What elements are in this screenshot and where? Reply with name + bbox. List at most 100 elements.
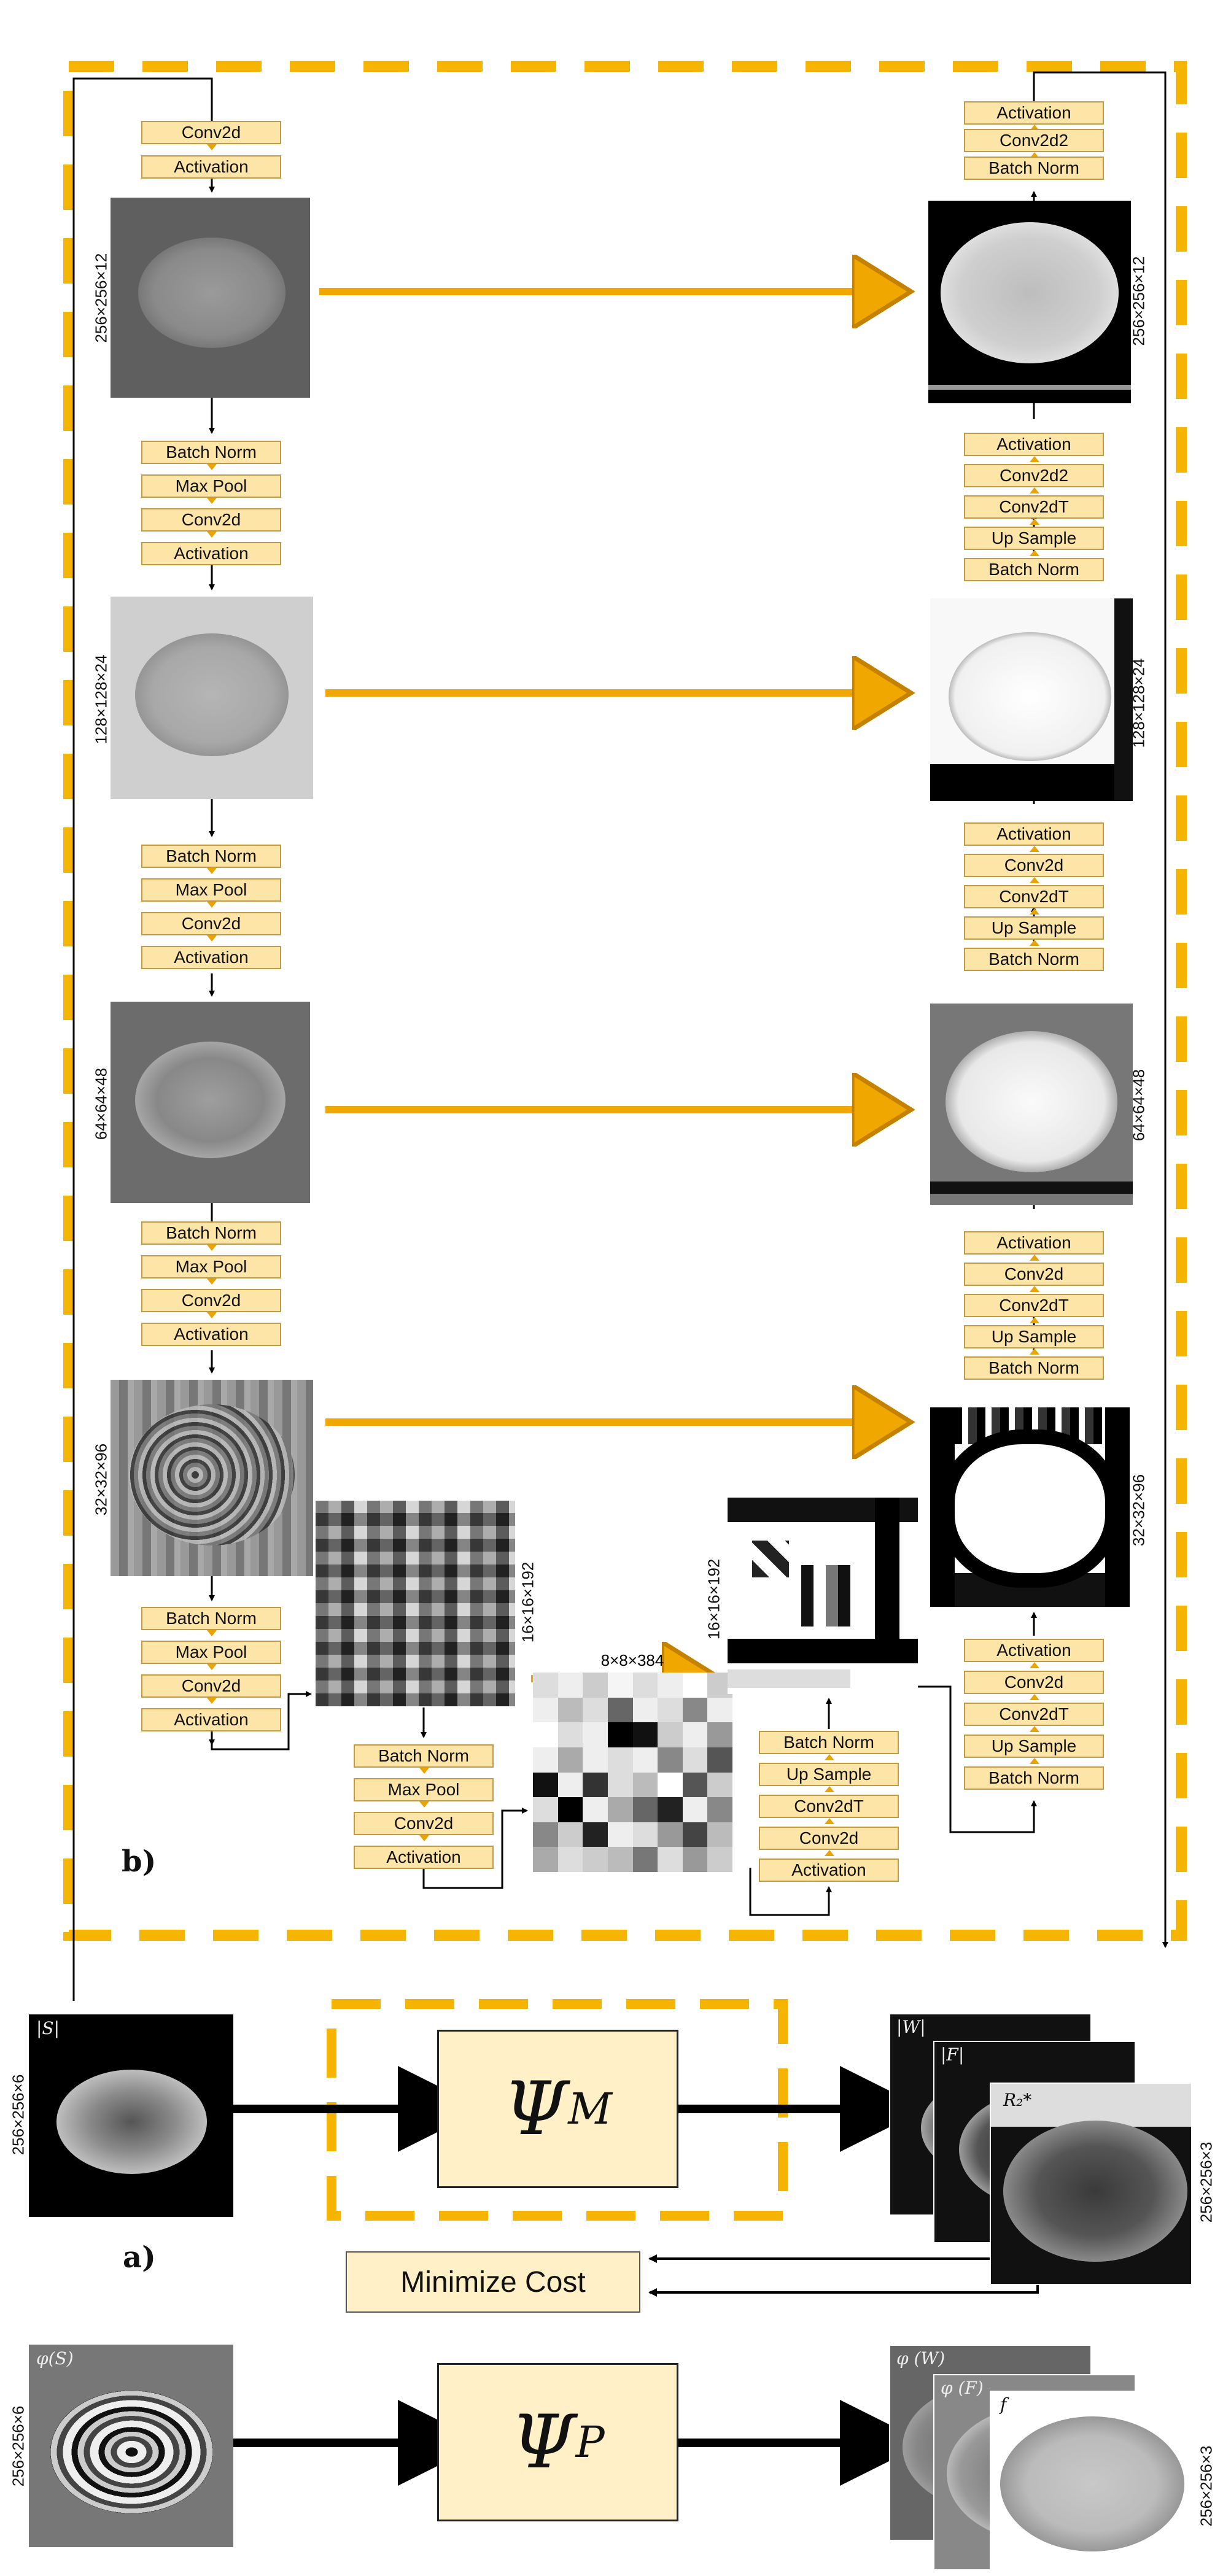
flow-arrow-icon [207,1630,217,1636]
enc3-feature-map [111,1002,310,1203]
flow-arrow-icon [207,1245,217,1251]
output-r2star-label: R₂* [1003,2090,1032,2110]
flow-arrow-icon [1030,846,1039,852]
dec2-feature-map [930,1004,1133,1205]
flow-arrow-icon [207,144,217,150]
enc1-op-conv2d: Conv2d [141,121,281,144]
phase-network-symbol: Ψ [511,2399,576,2485]
output-fat-label: |F| [941,2044,965,2065]
dec1-dim: 32×32×96 [1129,1474,1148,1547]
enc3-op-maxpool: Max Pool [141,878,281,902]
enc1-dim: 256×256×12 [91,253,111,343]
dec3-op-conv2d: Conv2d [964,854,1104,877]
flow-arrow-icon [1030,487,1039,493]
flow-arrow-icon [1030,456,1039,462]
flow-arrow-icon [1030,877,1039,883]
dec4-op-activation: Activation [964,433,1104,456]
dec0-op-upsample: Up Sample [759,1763,899,1786]
bottleneck-dim: 8×8×384 [600,1651,664,1669]
dec4-op-batchnorm: Batch Norm [964,558,1104,581]
enc2-op-activation: Activation [141,542,281,565]
output-fat-phase-label: φ (F) [941,2378,984,2398]
phase-input-image: φ(S) [29,2345,233,2547]
dec0-feature-map [728,1498,918,1694]
dec4-op-conv2d2: Conv2d2 [964,464,1104,487]
enc4-op-activation: Activation [141,1323,281,1346]
flow-arrow-icon [207,1698,217,1704]
dec0-dim: 16×16×192 [704,1558,723,1640]
enc2-dim: 128×128×24 [91,654,111,745]
dec2-op-batchnorm: Batch Norm [964,1356,1104,1380]
enc1-feature-map [111,198,310,398]
flow-arrow-icon [825,1786,834,1792]
phase-output-dim: 256×256×3 [1197,2445,1216,2527]
bottleneck-op-maxpool: Max Pool [354,1778,494,1801]
enc3-op-conv2d: Conv2d [141,912,281,935]
dec2-dim: 64×64×48 [1129,1069,1148,1142]
flow-arrow-icon [207,902,217,908]
enc3-dim: 64×64×48 [91,1067,111,1140]
bottleneck-op-activation: Activation [354,1846,494,1869]
panel-a-label: a) [123,2240,156,2275]
output-frequency-map: f [990,2391,1192,2575]
flow-arrow-icon [419,1768,429,1774]
flow-arrow-icon [1030,1662,1039,1668]
dec0-op-conv2dt: Conv2dT [759,1795,899,1818]
flow-arrow-icon [419,1835,429,1841]
enc3-op-activation: Activation [141,946,281,969]
output-water-label: |W| [896,2017,926,2037]
flow-arrow-icon [419,1801,429,1808]
dec3-dim: 128×128×24 [1129,658,1148,748]
enc4-feature-map [111,1380,313,1576]
bottleneck-op-conv2d: Conv2d [354,1812,494,1835]
panel-b-label: b) [122,1844,157,1879]
enc5-op-conv2d: Conv2d [141,1674,281,1698]
flow-arrow-icon [207,464,217,470]
dec1-op-conv2d: Conv2d [964,1671,1104,1694]
dec0-op-activation: Activation [759,1859,899,1882]
magnitude-input-image: |S| [29,2014,233,2217]
flow-arrow-icon [207,1278,217,1285]
flow-arrow-icon [1030,908,1039,915]
dec2-op-upsample: Up Sample [964,1325,1104,1348]
dec2-op-conv2dt: Conv2dT [964,1294,1104,1317]
dec3-feature-map [930,598,1133,801]
flow-arrow-icon [207,1312,217,1318]
flow-arrow-icon [1030,940,1039,946]
minimize-cost-box: Minimize Cost [346,2251,640,2313]
dec3-op-conv2dt: Conv2dT [964,885,1104,908]
enc5-op-maxpool: Max Pool [141,1641,281,1664]
output-r2star-map: R₂* [990,2083,1192,2285]
flow-arrow-icon [1030,1317,1039,1323]
flow-arrow-icon [207,498,217,504]
enc5-op-activation: Activation [141,1708,281,1731]
enc1-op-activation: Activation [141,155,281,179]
dec4-feature-map [928,201,1131,403]
dec1-feature-map [930,1407,1130,1607]
dec2-op-conv2d: Conv2d [964,1263,1104,1286]
final-op-activation: Activation [964,101,1104,125]
dec1-op-activation: Activation [964,1639,1104,1662]
magnitude-input-dim: 256×256×6 [9,2074,28,2156]
enc2-op-batchnorm: Batch Norm [141,441,281,464]
enc4-op-conv2d: Conv2d [141,1289,281,1312]
final-op-conv2d2: Conv2d2 [964,129,1104,152]
enc5-feature-map [316,1501,515,1706]
unet-connectors [72,71,1168,2001]
bottleneck-op-batchnorm: Batch Norm [354,1744,494,1768]
phase-network-subscript: P [575,2417,605,2467]
dec4-dim: 256×256×12 [1129,256,1148,346]
panel-a-arrows [230,2066,1039,2486]
magnitude-input-label: |S| [36,2018,60,2038]
enc3-op-batchnorm: Batch Norm [141,845,281,868]
enc2-op-maxpool: Max Pool [141,474,281,498]
bottleneck-feature-map [533,1673,732,1872]
flow-arrow-icon [1030,1286,1039,1292]
flow-arrow-icon [1030,1726,1039,1732]
flow-arrow-icon [825,1850,834,1856]
dec4-op-upsample: Up Sample [964,527,1104,550]
flow-arrow-icon [825,1818,834,1824]
dec1-op-batchnorm: Batch Norm [964,1766,1104,1790]
